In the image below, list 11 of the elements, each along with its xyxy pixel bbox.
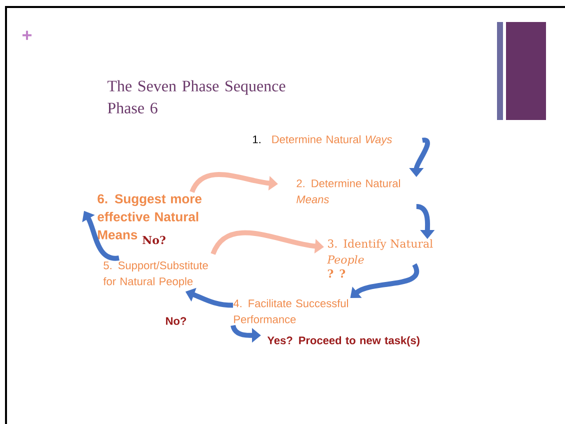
step-text: 3. Identify Natural People ? ?	[327, 239, 433, 278]
step-text: 2. Determine Natural Means	[296, 179, 400, 204]
step-text: 5. Support/Substitute for Natural People	[103, 261, 208, 288]
question-label: No?	[142, 236, 166, 244]
curved-arrow	[350, 264, 420, 298]
step-text: 4. Facilitate Successful Performance	[233, 299, 348, 324]
step-text: Yes? Proceed to new task(s)	[267, 336, 420, 346]
step-text: 1. Determine Natural Ways	[253, 135, 392, 146]
title: The Seven Phase Sequence Phase 6	[107, 80, 286, 114]
plus-sign: +	[22, 30, 32, 40]
question-label: No?	[166, 317, 186, 325]
